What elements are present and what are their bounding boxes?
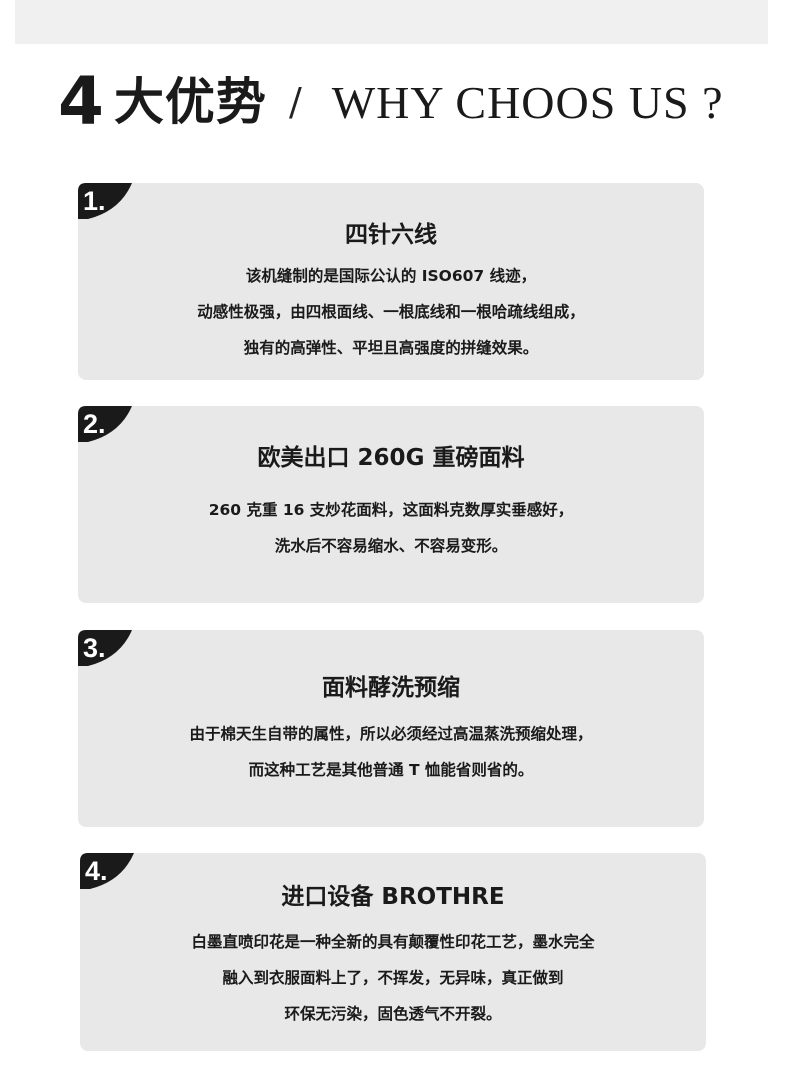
card-text-line: 融入到衣服面料上了，不挥发，无异味，真正做到 (222, 969, 564, 987)
badge-shape-icon (78, 183, 132, 219)
card-text-line: 而这种工艺是其他普通 T 恤能省则省的。 (248, 761, 534, 779)
badge-number: 2. (83, 409, 106, 439)
badge-1: 1. (78, 183, 132, 219)
header-number: 4 (58, 63, 104, 140)
card-text: 260 克重 16 支炒花面料，这面料克数厚实垂感好， 洗水后不容易缩水、不容易… (78, 492, 704, 564)
top-strip (15, 0, 768, 44)
card-text: 该机缝制的是国际公认的 ISO607 线迹， 动感性极强，由四根面线、一根底线和… (78, 258, 704, 366)
badge-shape-icon (78, 630, 132, 666)
advantage-card-4: 4. 进口设备 BROTHRE 白墨直喷印花是一种全新的具有颠覆性印花工艺，墨水… (80, 853, 706, 1051)
badge-4: 4. (80, 853, 134, 889)
card-text: 由于棉天生自带的属性，所以必须经过高温蒸洗预缩处理， 而这种工艺是其他普通 T … (78, 716, 704, 788)
badge-2: 2. (78, 406, 132, 442)
card-text-line: 由于棉天生自带的属性，所以必须经过高温蒸洗预缩处理， (189, 725, 593, 743)
header-title-en: WHY CHOOS US ? (331, 76, 724, 128)
badge-number: 1. (83, 186, 106, 216)
badge-shape-icon (80, 853, 134, 889)
badge-shape-icon (78, 406, 132, 442)
card-title: 欧美出口 260G 重磅面料 (257, 445, 525, 471)
card-title: 面料酵洗预缩 (322, 675, 460, 701)
card-text-line: 白墨直喷印花是一种全新的具有颠覆性印花工艺，墨水完全 (191, 933, 595, 951)
header-title-cn: 大优势 (113, 73, 267, 131)
badge-3: 3. (78, 630, 132, 666)
card-title: 进口设备 BROTHRE (281, 884, 505, 910)
card-text-line: 独有的高弹性、平坦且高强度的拼缝效果。 (243, 339, 539, 357)
card-text-line: 该机缝制的是国际公认的 ISO607 线迹， (245, 267, 537, 285)
card-text-line: 洗水后不容易缩水、不容易变形。 (274, 537, 508, 555)
advantage-card-1: 1. 四针六线 该机缝制的是国际公认的 ISO607 线迹， 动感性极强，由四根… (78, 183, 704, 380)
card-title: 四针六线 (345, 222, 437, 248)
header-slash: / (288, 80, 302, 124)
card-text-line: 260 克重 16 支炒花面料，这面料克数厚实垂感好， (208, 501, 574, 519)
page-header: 4 大优势 / WHY CHOOS US ? (58, 62, 724, 142)
badge-number: 3. (83, 633, 106, 663)
advantage-card-2: 2. 欧美出口 260G 重磅面料 260 克重 16 支炒花面料，这面料克数厚… (78, 406, 704, 603)
card-text: 白墨直喷印花是一种全新的具有颠覆性印花工艺，墨水完全 融入到衣服面料上了，不挥发… (80, 924, 706, 1032)
card-text-line: 环保无污染，固色透气不开裂。 (284, 1005, 502, 1023)
card-text-line: 动感性极强，由四根面线、一根底线和一根哈疏线组成， (197, 303, 585, 321)
badge-number: 4. (85, 856, 108, 886)
advantage-card-3: 3. 面料酵洗预缩 由于棉天生自带的属性，所以必须经过高温蒸洗预缩处理， 而这种… (78, 630, 704, 827)
